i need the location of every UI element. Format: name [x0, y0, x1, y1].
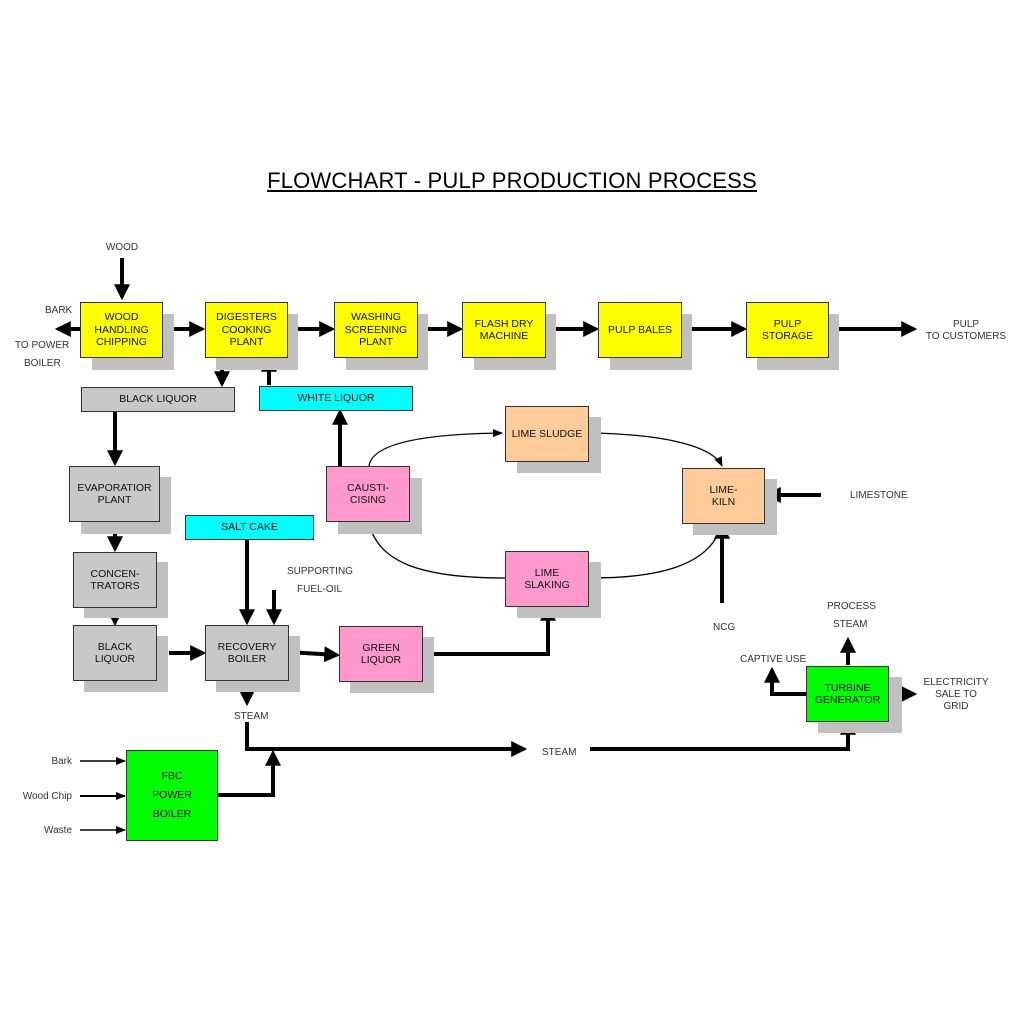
- node-lime-slaking: LIME SLAKING: [505, 551, 589, 607]
- label-steam-recovery: STEAM: [234, 711, 269, 722]
- label-fuel-oil: FUEL-OIL: [297, 584, 343, 595]
- page-title: FLOWCHART - PULP PRODUCTION PROCESS: [267, 168, 757, 193]
- label-fbc-wood-chip: Wood Chip: [22, 791, 72, 802]
- arrow-lime-sludge-to-kiln: [588, 432, 723, 467]
- node-fbc-power-boiler: FBC POWER BOILER: [126, 750, 218, 841]
- label-process: PROCESS: [827, 601, 876, 612]
- label-supporting: SUPPORTING: [287, 566, 353, 577]
- label-to-power: TO POWER: [15, 340, 70, 351]
- arrow-turbine-captive-use: [764, 666, 806, 696]
- label-bark: BARK: [45, 305, 73, 316]
- label-steam-main: STEAM: [542, 747, 577, 758]
- label-fbc-waste: Waste: [44, 825, 72, 836]
- label-wood: WOOD: [105, 242, 139, 253]
- node-black-liquor: BLACK LIQUOR: [73, 625, 157, 681]
- node-causticising: CAUSTI- CISING: [326, 466, 410, 522]
- arrow-steam-to-turbine: [590, 718, 856, 751]
- label-process-steam: STEAM: [833, 619, 868, 630]
- node-wood-handling: WOOD HANDLING CHIPPING: [80, 302, 163, 358]
- node-washing: WASHING SCREENING PLANT: [334, 302, 418, 358]
- node-green-liquor: GREEN LIQUOR: [339, 626, 423, 682]
- arrow-green-liquor-to-slaking: [423, 604, 556, 656]
- label-ncg: NCG: [713, 622, 736, 633]
- node-lime-sludge: LIME SLUDGE: [505, 406, 589, 462]
- node-lime-kiln: LIME- KILN: [682, 468, 765, 524]
- arrow-causticising-to-lime-sludge: [368, 429, 503, 467]
- label-boiler: BOILER: [24, 358, 61, 369]
- label-electricity-sale: ELECTRICITY SALE TO GRID: [923, 677, 989, 712]
- node-black-liquor-bar: BLACK LIQUOR: [81, 387, 235, 412]
- node-pulp-storage: PULP STORAGE: [746, 302, 829, 358]
- label-pulp-to-customers: PULP TO CUSTOMERS: [925, 319, 1007, 342]
- node-recovery-boiler: RECOVERY BOILER: [205, 625, 289, 681]
- node-white-liquor-bar: WHITE LIQUOR: [259, 386, 413, 411]
- arrow-slaking-to-causticising: [367, 522, 506, 579]
- node-digesters: DIGESTERS COOKING PLANT: [205, 302, 288, 358]
- label-fbc-bark: Bark: [51, 756, 72, 767]
- node-flash-dry: FLASH DRY MACHINE: [462, 302, 546, 358]
- node-salt-cake: SALT CAKE: [185, 515, 314, 540]
- arrow-fbc-to-steam: [218, 749, 281, 797]
- label-limestone: LIMESTONE: [850, 490, 908, 501]
- node-concentrators: CONCEN- TRATORS: [73, 552, 157, 608]
- node-evaporation: EVAPORATIOR PLANT: [69, 466, 160, 522]
- label-captive-use: CAPTIVE USE: [740, 654, 807, 665]
- arrow-steam-main: [245, 722, 528, 757]
- node-pulp-bales: PULP BALES: [598, 302, 682, 358]
- node-turbine-generator: TURBINE GENERATOR: [806, 666, 889, 722]
